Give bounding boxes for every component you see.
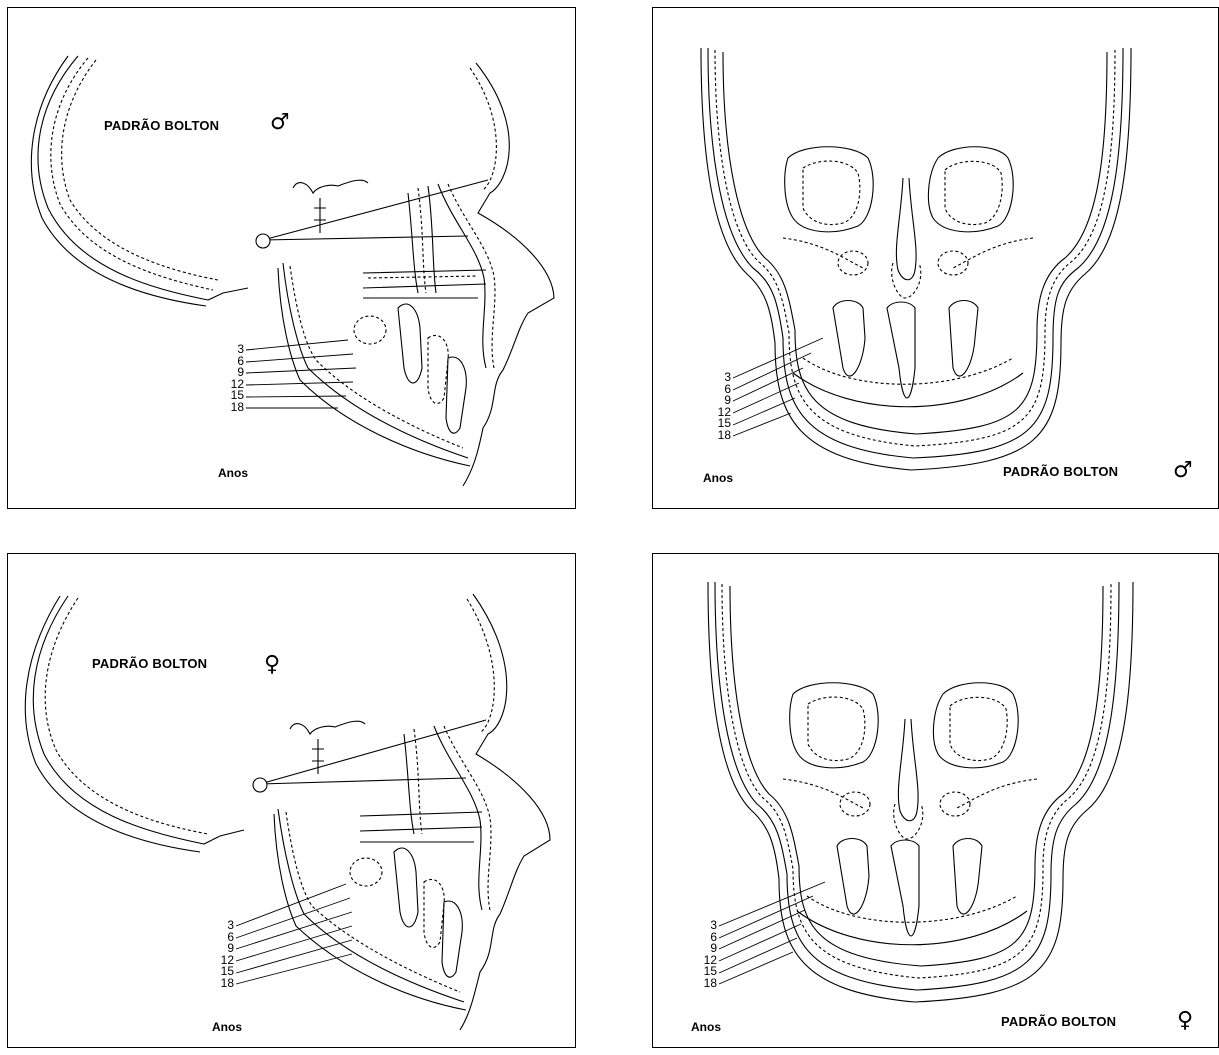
ages-caption: Anos bbox=[691, 1020, 721, 1034]
frontal-male-panel: 3 6 9 12 15 18 Anos PADRÃO BOLTON ♂ bbox=[652, 7, 1219, 509]
ages-caption: Anos bbox=[218, 466, 248, 480]
male-symbol-icon: ♂ bbox=[1173, 460, 1193, 482]
panel-title: PADRÃO BOLTON bbox=[1001, 1014, 1116, 1029]
female-symbol-icon: ♀ bbox=[1177, 1010, 1193, 1032]
panel-title: PADRÃO BOLTON bbox=[1003, 464, 1118, 479]
age-leader-lines bbox=[653, 8, 1218, 508]
lateral-female-panel: PADRÃO BOLTON ♀ 3 6 9 12 15 18 Anos bbox=[7, 553, 576, 1048]
ages-caption: Anos bbox=[703, 471, 733, 485]
age-leader-lines bbox=[653, 554, 1218, 1047]
age-leader-lines bbox=[8, 8, 575, 508]
lateral-male-panel: PADRÃO BOLTON ♂ 3 6 9 12 15 18 Anos bbox=[7, 7, 576, 509]
frontal-female-panel: 3 6 9 12 15 18 Anos PADRÃO BOLTON ♀ bbox=[652, 553, 1219, 1048]
age-leader-lines bbox=[8, 554, 575, 1047]
ages-caption: Anos bbox=[212, 1020, 242, 1034]
